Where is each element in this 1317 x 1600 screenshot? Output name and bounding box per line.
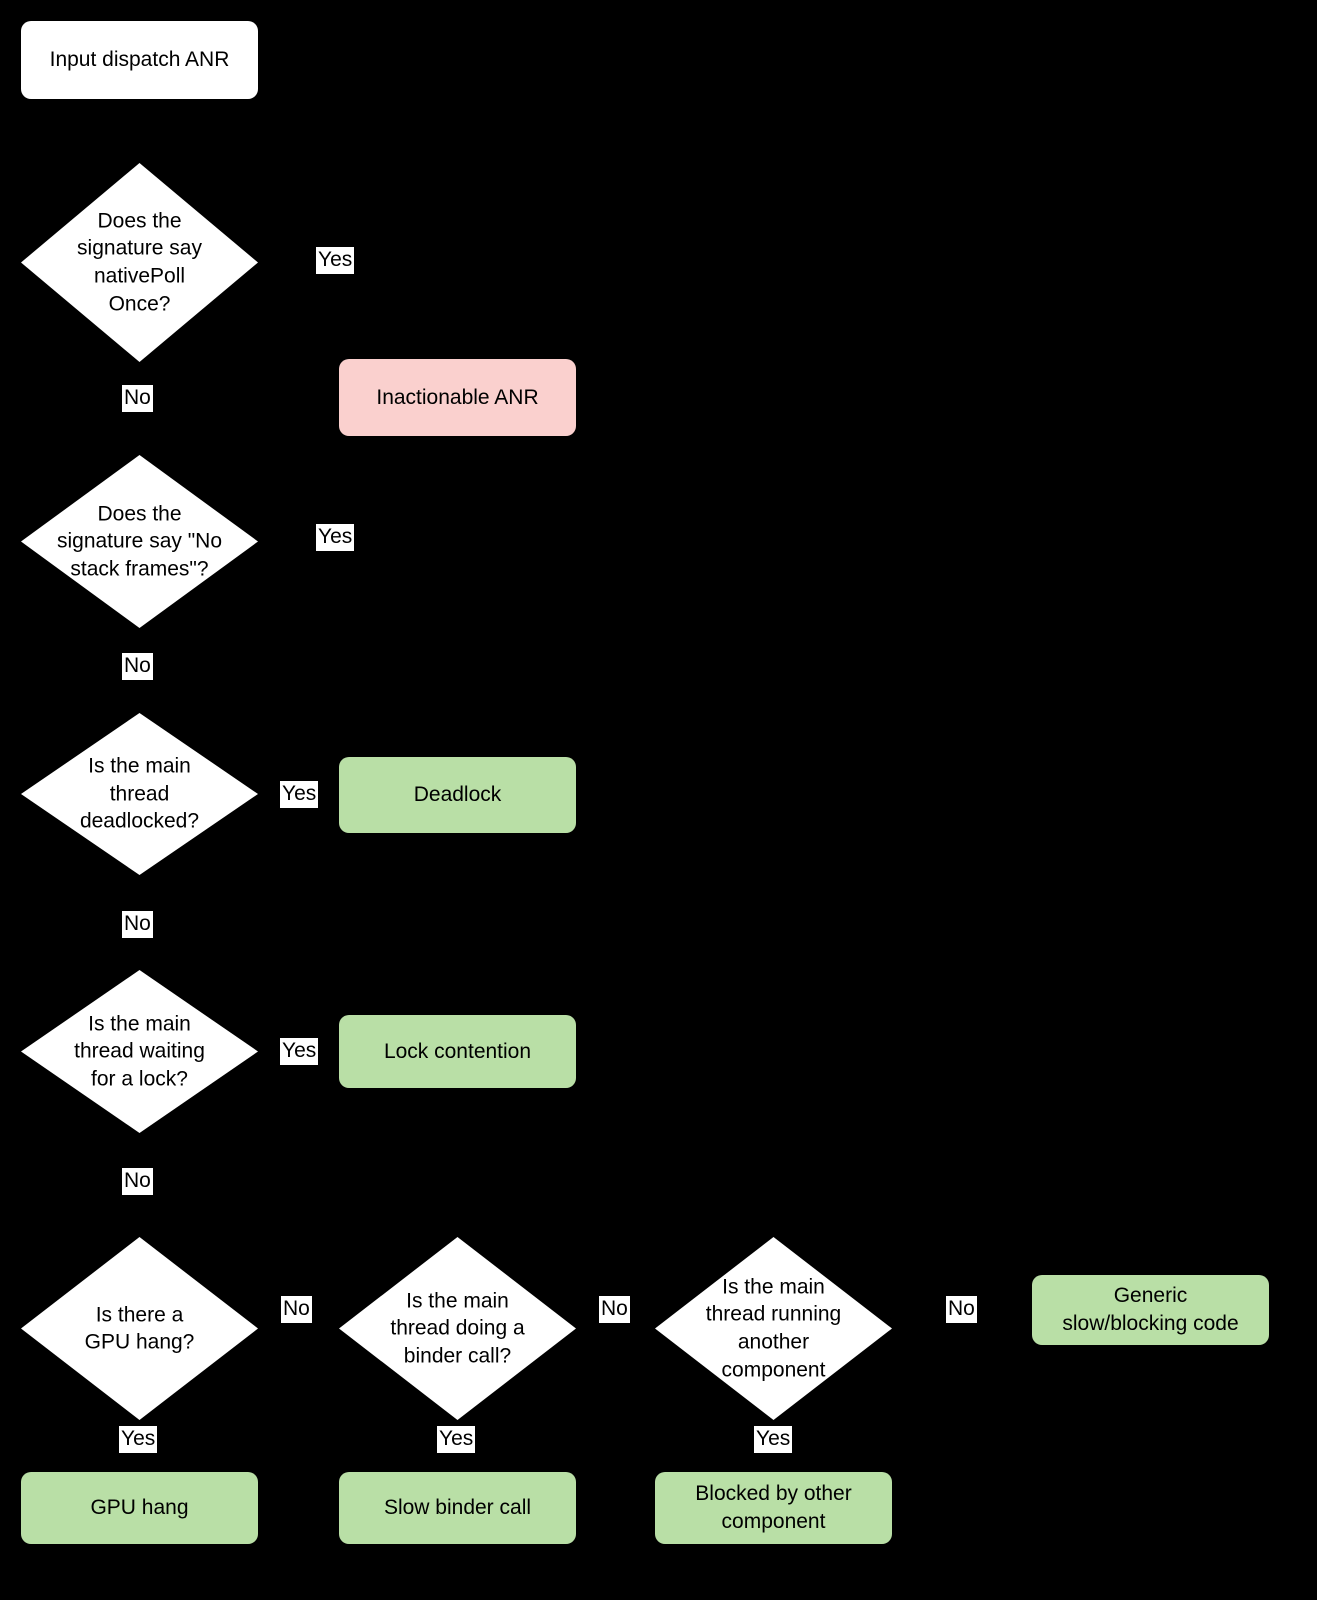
edge-label-d3-yes: Yes [280,781,319,808]
node-decision-waiting-for-lock[interactable]: Is the main thread waiting for a lock? [21,970,258,1133]
node-decision-running-another-component[interactable]: Is the main thread running another compo… [655,1237,892,1420]
connector-d7-yes [772,1420,774,1497]
node-gpu-hang[interactable]: GPU hang [21,1472,258,1544]
node-decision-nativepollonce[interactable]: Does the signature say nativePoll Once? [21,163,258,362]
node-decision-gpu-hang[interactable]: Is there a GPU hang? [21,1237,258,1420]
node-decision-main-thread-deadlocked[interactable]: Is the main thread deadlocked? [21,713,258,875]
node-decision-nativepollonce-label: Does the signature say nativePoll Once? [77,209,202,316]
edge-label-d6-no: No [599,1296,630,1323]
node-slow-binder-call[interactable]: Slow binder call [339,1472,576,1544]
edge-label-d4-no: No [122,1168,153,1195]
node-blocked-by-other-component[interactable]: Blocked by other component [655,1472,892,1544]
edge-label-d1-no: No [122,385,153,412]
node-decision-binder-call-label: Is the main thread doing a binder call? [390,1288,525,1368]
edge-label-d3-no: No [122,911,153,938]
edge-label-d7-yes: Yes [754,1426,793,1453]
node-input-dispatch-anr[interactable]: Input dispatch ANR [21,21,258,99]
connector-d2-yes [258,537,458,539]
connector-start-to-d1 [138,99,140,163]
edge-label-d7-no: No [946,1296,977,1323]
edge-label-d5-yes: Yes [119,1426,158,1453]
edge-label-d2-yes: Yes [316,524,355,551]
node-decision-no-stack-frames[interactable]: Does the signature say "No stack frames"… [21,455,258,628]
connector-d6-yes [456,1420,458,1497]
node-decision-binder-call[interactable]: Is the main thread doing a binder call? [339,1237,576,1420]
node-decision-waiting-for-lock-label: Is the main thread waiting for a lock? [74,1011,205,1091]
connector-d5-yes [138,1420,140,1497]
node-decision-main-thread-deadlocked-label: Is the main thread deadlocked? [79,754,200,833]
node-decision-no-stack-frames-label: Does the signature say "No stack frames"… [56,501,223,581]
edge-label-d2-no: No [122,653,153,680]
edge-label-d1-yes: Yes [316,247,355,274]
connector-d1-yes [258,261,458,263]
node-decision-running-another-component-label: Is the main thread running another compo… [705,1275,842,1382]
node-inactionable-anr[interactable]: Inactionable ANR [339,359,576,436]
edge-label-d4-yes: Yes [280,1038,319,1065]
node-lock-contention[interactable]: Lock contention [339,1015,576,1088]
connector-d1-yes-down [456,261,458,359]
node-decision-gpu-hang-label: Is there a GPU hang? [84,1302,195,1354]
edge-label-d6-yes: Yes [437,1426,476,1453]
node-generic-slow-blocking-code[interactable]: Generic slow/blocking code [1032,1275,1269,1345]
edge-label-d5-no: No [281,1296,312,1323]
node-deadlock[interactable]: Deadlock [339,757,576,833]
